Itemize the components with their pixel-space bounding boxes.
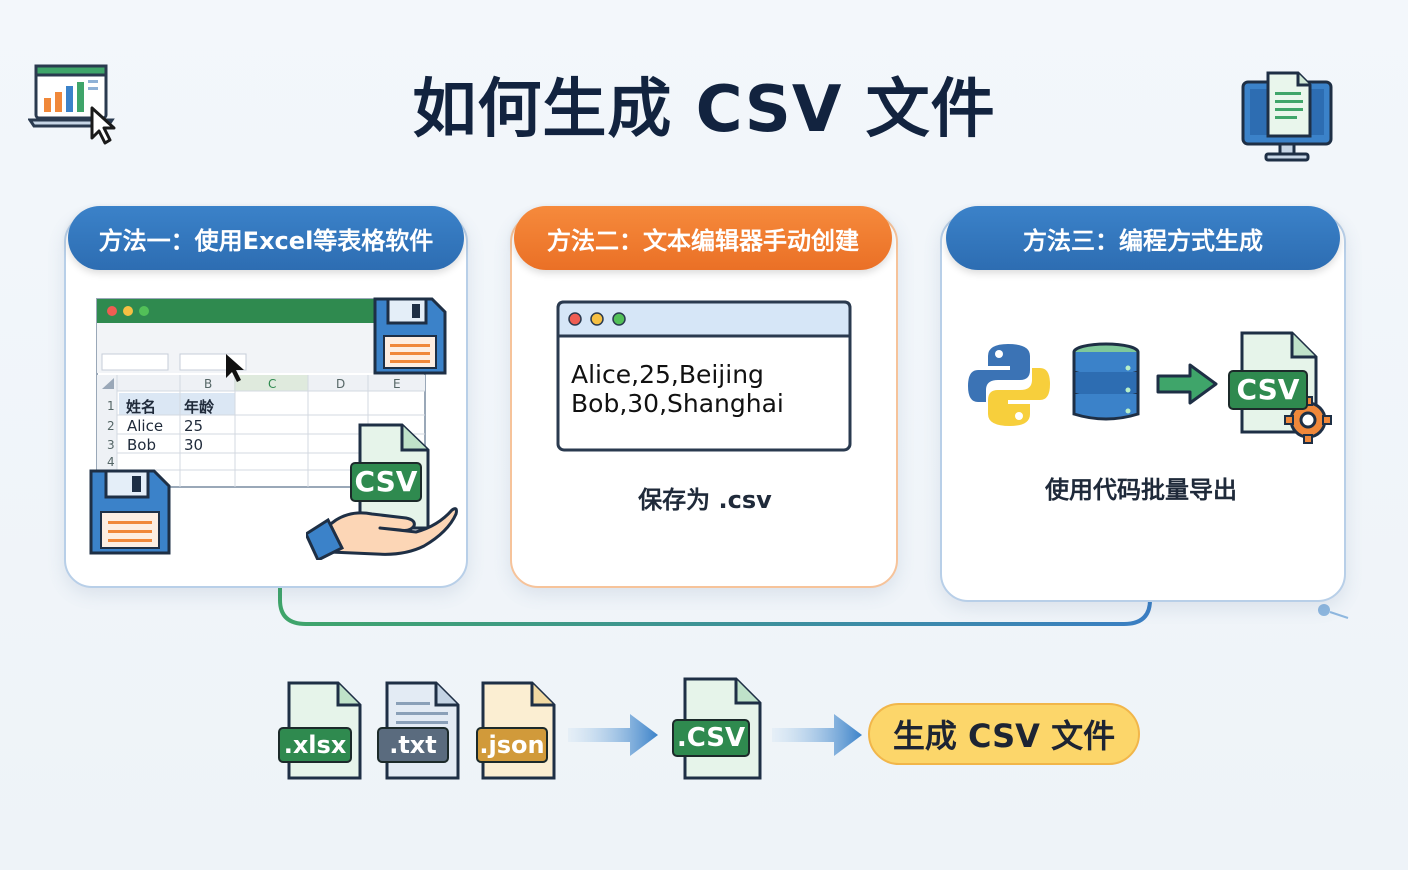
- json-label: .json: [476, 727, 548, 763]
- monitor-document-icon: [1241, 71, 1333, 162]
- row-3-number: 3: [107, 438, 115, 452]
- method-three-title: 方法三：编程方式生成: [946, 206, 1340, 270]
- python-logo-icon: [968, 344, 1050, 426]
- header-cell-name: 姓名: [126, 398, 157, 416]
- method-two-caption: 保存为 .csv: [638, 486, 772, 514]
- txt-label: .txt: [377, 727, 449, 763]
- csv-output-label: .CSV: [672, 719, 750, 757]
- column-d-header: D: [336, 377, 346, 391]
- xlsx-label: .xlsx: [278, 727, 352, 763]
- arrow-right-icon: [772, 714, 862, 756]
- row-2-number: 2: [107, 419, 115, 433]
- method-one-title: 方法一：使用Excel等表格软件: [68, 206, 464, 270]
- cell-bob: Bob: [127, 436, 156, 454]
- method-three-caption: 使用代码批量导出: [1045, 476, 1237, 504]
- csv-badge: CSV: [1228, 370, 1308, 410]
- result-badge: 生成 CSV 文件: [868, 703, 1140, 765]
- excel-window: [96, 298, 426, 488]
- column-e-header: E: [393, 377, 401, 391]
- analytics-laptop-icon: [28, 64, 116, 145]
- text-editor-window: [556, 300, 852, 452]
- arrow-right-icon: [1156, 363, 1218, 405]
- page-title: 如何生成 CSV 文件: [412, 73, 996, 147]
- column-c-header: C: [268, 377, 277, 391]
- cell-30: 30: [184, 436, 204, 454]
- cell-25: 25: [184, 417, 204, 435]
- header-cell-age: 年龄: [184, 398, 215, 416]
- csv-badge: CSV: [350, 462, 422, 502]
- arrow-right-icon: [568, 714, 658, 756]
- row-1-number: 1: [107, 399, 115, 413]
- database-icon: [1072, 342, 1140, 421]
- cell-alice: Alice: [127, 417, 164, 435]
- method-two-title: 方法二：文本编辑器手动创建: [514, 206, 892, 270]
- column-b-header: B: [204, 377, 213, 391]
- hand-holding-csv-icon: [306, 423, 458, 560]
- row-4-number: 4: [107, 455, 115, 469]
- floppy-disk-icon: [373, 297, 447, 375]
- floppy-disk-icon: [89, 469, 171, 555]
- editor-line-2: Bob,30,Shanghai: [571, 389, 784, 418]
- editor-line-1: Alice,25,Beijing: [571, 360, 764, 389]
